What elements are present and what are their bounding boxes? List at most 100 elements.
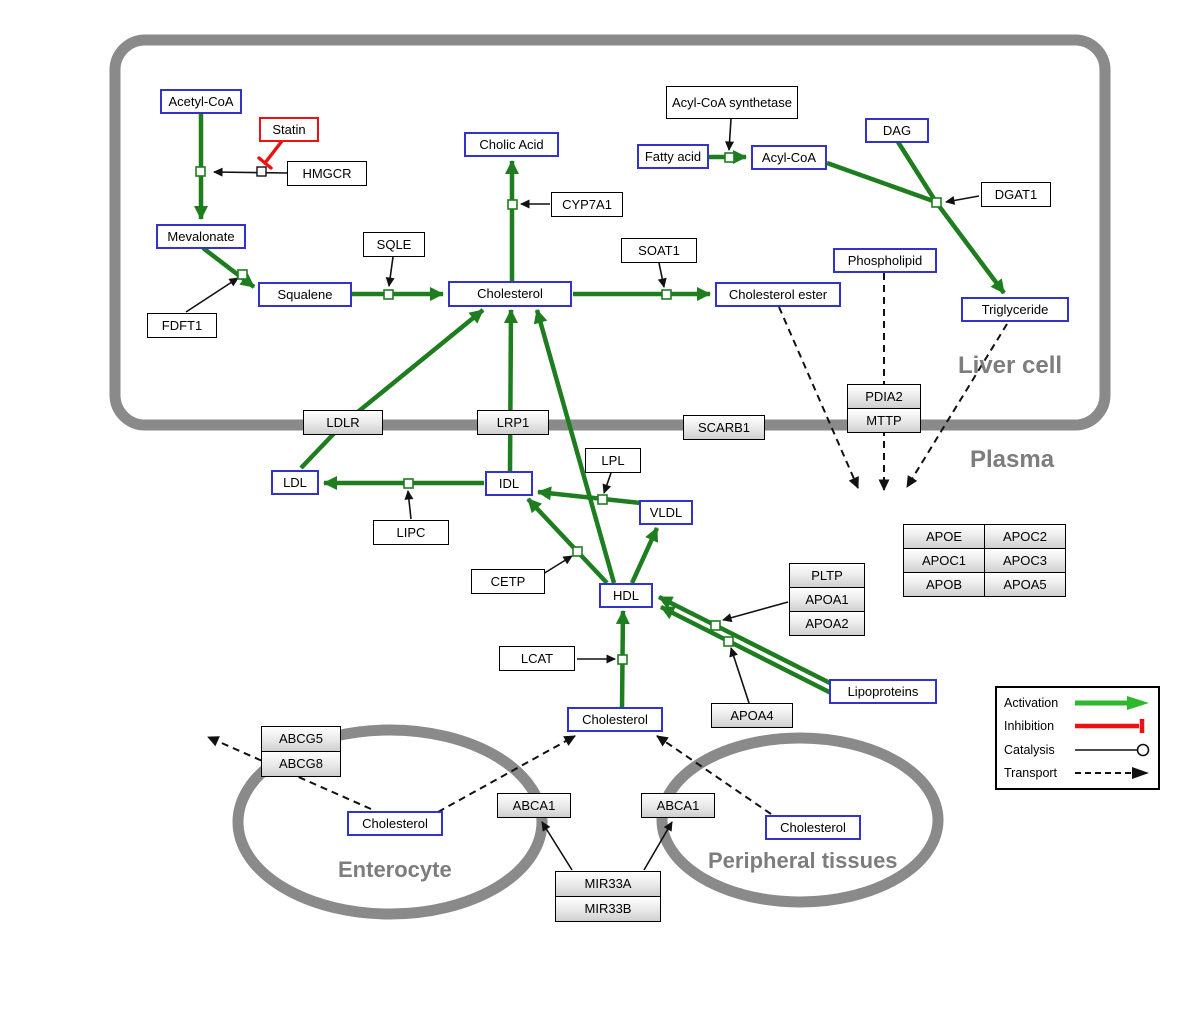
anchor-dgat1-step bbox=[931, 197, 942, 208]
node-ldl[interactable]: LDL bbox=[271, 470, 319, 495]
node-apoe[interactable]: APOE bbox=[903, 524, 985, 549]
plasma-label: Plasma bbox=[970, 446, 1055, 473]
node-fdft1[interactable]: FDFT1 bbox=[147, 313, 217, 338]
catalysis-circle-icon bbox=[1075, 743, 1150, 757]
node-apoc1[interactable]: APOC1 bbox=[903, 548, 985, 573]
node-acyl-coa-synthetase[interactable]: Acyl-CoA synthetase bbox=[666, 86, 798, 119]
inhibition-tbar-icon bbox=[1075, 719, 1145, 734]
node-apoa1[interactable]: APOA1 bbox=[789, 587, 865, 612]
edge-hdl-liver-cholesterol bbox=[533, 309, 617, 584]
node-lcat[interactable]: LCAT bbox=[499, 646, 575, 671]
anchor-pltp-step bbox=[710, 620, 721, 631]
node-cholesterol-enterocyte[interactable]: Cholesterol bbox=[347, 811, 443, 836]
anchor-cetp-step bbox=[572, 546, 583, 557]
node-mevalonate[interactable]: Mevalonate bbox=[156, 224, 246, 249]
legend: Activation Inhibition Catalysis Transpor… bbox=[995, 686, 1160, 790]
node-abca1-right[interactable]: ABCA1 bbox=[641, 793, 715, 818]
peripheral-tissues-membrane bbox=[656, 732, 944, 908]
node-abcg8[interactable]: ABCG8 bbox=[261, 751, 341, 777]
edge-triglyceride-plasma bbox=[906, 323, 1008, 488]
legend-transport-row: Transport bbox=[1004, 762, 1151, 784]
anchor-soat1-step bbox=[661, 289, 672, 300]
edge-dag-junction bbox=[896, 140, 938, 204]
edge-hdl-vldl bbox=[629, 527, 660, 584]
node-statin[interactable]: Statin bbox=[259, 117, 319, 142]
legend-activation-row: Activation bbox=[1004, 692, 1151, 714]
node-apoc2[interactable]: APOC2 bbox=[984, 524, 1066, 549]
edge-acylcoa-junction bbox=[826, 160, 937, 205]
node-soat1[interactable]: SOAT1 bbox=[621, 238, 697, 263]
node-abca1-left[interactable]: ABCA1 bbox=[497, 793, 571, 818]
edge-apoa4-catalysis bbox=[729, 647, 750, 704]
activation-arrow-icon bbox=[1075, 695, 1149, 710]
node-vldl[interactable]: VLDL bbox=[639, 500, 693, 525]
liver-cell-membrane bbox=[109, 34, 1111, 431]
node-apoa5[interactable]: APOA5 bbox=[984, 572, 1066, 597]
node-abcg5[interactable]: ABCG5 bbox=[261, 726, 341, 752]
edge-lipc-catalysis bbox=[404, 490, 414, 520]
node-idl[interactable]: IDL bbox=[485, 471, 533, 496]
node-acyl-coa[interactable]: Acyl-CoA bbox=[751, 145, 827, 170]
edge-mevalonate-squalene bbox=[201, 246, 256, 289]
edge-lipoproteins-hdl-lower bbox=[659, 604, 839, 699]
edge-mir33-abca1-right bbox=[643, 821, 673, 871]
node-fatty-acid[interactable]: Fatty acid bbox=[637, 144, 709, 169]
node-sqle[interactable]: SQLE bbox=[363, 232, 425, 257]
liver-cell-label: Liver cell bbox=[958, 352, 1063, 379]
edge-cetp-catalysis bbox=[542, 555, 573, 575]
node-squalene[interactable]: Squalene bbox=[258, 282, 352, 307]
node-hmgcr[interactable]: HMGCR bbox=[287, 161, 367, 186]
node-scarb1[interactable]: SCARB1 bbox=[683, 415, 765, 440]
edge-cholesterolester-plasma bbox=[778, 306, 859, 489]
edge-soat1-catalysis bbox=[657, 262, 667, 288]
node-mir33a[interactable]: MIR33A bbox=[555, 871, 661, 897]
edge-pltp-apoa-catalysis bbox=[722, 601, 789, 623]
node-cholesterol-ester[interactable]: Cholesterol ester bbox=[715, 282, 841, 307]
node-phospholipid[interactable]: Phospholipid bbox=[833, 248, 937, 273]
anchor-statin-hmgcr bbox=[256, 166, 267, 177]
node-dgat1[interactable]: DGAT1 bbox=[981, 182, 1051, 207]
node-cholic-acid[interactable]: Cholic Acid bbox=[464, 132, 559, 157]
node-cholesterol-peripheral[interactable]: Cholesterol bbox=[765, 815, 861, 840]
anchor-cyp7a1-step bbox=[507, 199, 518, 210]
edge-lipoproteins-hdl-upper bbox=[657, 594, 832, 686]
node-mir33b[interactable]: MIR33B bbox=[555, 896, 661, 922]
node-pltp[interactable]: PLTP bbox=[789, 563, 865, 588]
anchor-apoa4-step bbox=[723, 636, 734, 647]
anchor-lcat-step bbox=[617, 654, 628, 665]
legend-inhibition-row: Inhibition bbox=[1004, 715, 1151, 737]
node-triglyceride[interactable]: Triglyceride bbox=[961, 297, 1069, 322]
node-mttp[interactable]: MTTP bbox=[847, 408, 921, 433]
legend-catalysis-label: Catalysis bbox=[1004, 742, 1055, 757]
node-apoa2[interactable]: APOA2 bbox=[789, 611, 865, 636]
node-lrp1[interactable]: LRP1 bbox=[477, 410, 549, 435]
node-cholesterol-plasma[interactable]: Cholesterol bbox=[567, 707, 663, 732]
node-lipc[interactable]: LIPC bbox=[373, 520, 449, 545]
enterocyte-label: Enterocyte bbox=[338, 857, 452, 882]
node-pdia2[interactable]: PDIA2 bbox=[847, 384, 921, 409]
edge-sqle-catalysis bbox=[385, 256, 395, 287]
node-lipoproteins[interactable]: Lipoproteins bbox=[829, 679, 937, 704]
node-lpl[interactable]: LPL bbox=[585, 448, 641, 473]
node-dag[interactable]: DAG bbox=[865, 118, 929, 143]
inhibition-edges bbox=[257, 139, 284, 170]
node-apob[interactable]: APOB bbox=[903, 572, 985, 597]
node-ldlr[interactable]: LDLR bbox=[303, 410, 383, 435]
edge-hmgcr-catalysis bbox=[213, 167, 288, 177]
edge-ldl-ldlr-cholesterol bbox=[299, 308, 485, 470]
legend-inhibition-label: Inhibition bbox=[1004, 719, 1055, 734]
node-acetyl-coa[interactable]: Acetyl-CoA bbox=[160, 89, 242, 114]
anchor-hmg-step bbox=[195, 166, 206, 177]
anchor-acs-step bbox=[724, 152, 735, 163]
node-apoc3[interactable]: APOC3 bbox=[984, 548, 1066, 573]
anchor-lpl-step bbox=[597, 494, 608, 505]
node-cyp7a1[interactable]: CYP7A1 bbox=[551, 192, 623, 217]
node-cetp[interactable]: CETP bbox=[471, 569, 545, 594]
legend-catalysis-row: Catalysis bbox=[1004, 739, 1151, 761]
node-cholesterol-liver[interactable]: Cholesterol bbox=[448, 281, 572, 307]
edge-statin-inhibition bbox=[263, 139, 284, 165]
edge-dgat1-catalysis bbox=[945, 195, 980, 205]
node-apoa4[interactable]: APOA4 bbox=[711, 703, 793, 728]
node-hdl[interactable]: HDL bbox=[599, 583, 653, 608]
